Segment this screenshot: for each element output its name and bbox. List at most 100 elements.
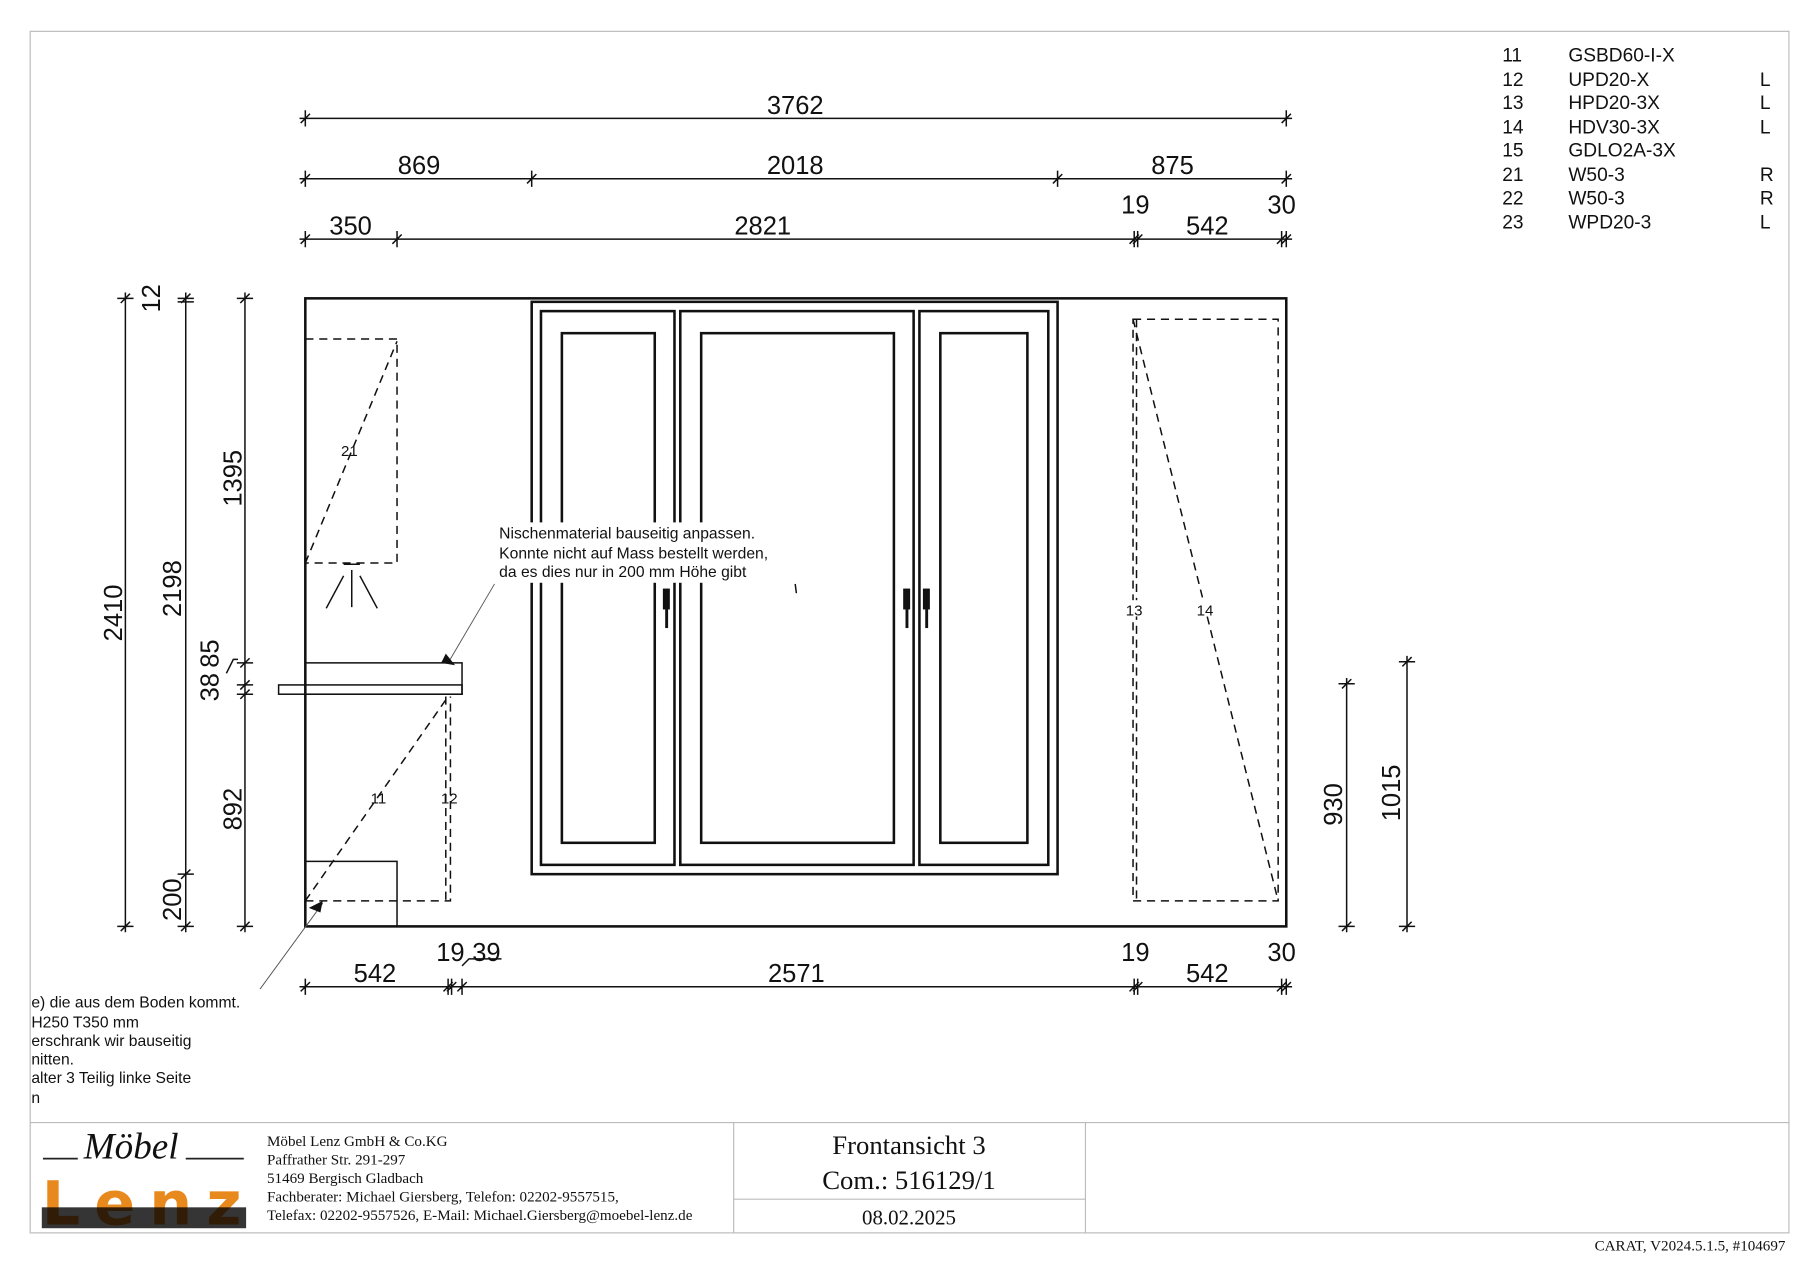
drawing-date: 08.02.2025 xyxy=(862,1206,956,1230)
svg-text:Möbel: Möbel xyxy=(83,1127,179,1168)
tall-cabinet-doors xyxy=(530,300,1059,876)
title-block: Möbel Lenz Möbel Lenz GmbH & Co.KG Paffr… xyxy=(30,1122,1789,1240)
parts-list: 11 GSBD60-I-X 12 UPD20-X L 13 HPD20-3X L 14 HD… xyxy=(1502,46,1774,234)
parts-row: 22 W50-3 R xyxy=(1502,188,1774,209)
lamp-icon xyxy=(325,563,378,609)
svg-text:R: R xyxy=(1760,188,1774,209)
svg-text:2410: 2410 xyxy=(100,585,128,642)
parts-row: 13 HPD20-3X L xyxy=(1502,93,1771,114)
svg-text:Nischenmaterial bauseitig anpa: Nischenmaterial bauseitig anpassen. xyxy=(499,526,755,543)
svg-text:200: 200 xyxy=(159,878,187,921)
svg-text:85: 85 xyxy=(196,639,224,667)
svg-text:3762: 3762 xyxy=(767,92,824,120)
sheet-frame xyxy=(29,30,1790,1234)
company-info: Möbel Lenz GmbH & Co.KG Paffrather Str. … xyxy=(267,1134,693,1224)
view-title: Frontansicht 3 xyxy=(832,1130,985,1160)
svg-text:21: 21 xyxy=(341,443,358,460)
handle-icon xyxy=(662,588,670,629)
svg-text:HPD20-3X: HPD20-3X xyxy=(1568,93,1660,114)
software-footer: CARAT, V2024.5.1.5, #104697 xyxy=(1595,1238,1786,1254)
svg-text:erschrank wir bauseitig: erschrank wir bauseitig xyxy=(31,1033,191,1050)
svg-text:13: 13 xyxy=(1126,602,1143,619)
svg-text:Möbel Lenz GmbH & Co.KG: Möbel Lenz GmbH & Co.KG xyxy=(267,1134,448,1150)
parts-row: 12 UPD20-X L xyxy=(1502,70,1771,91)
svg-text:19: 19 xyxy=(1121,192,1149,220)
svg-text:GDLO2A-3X: GDLO2A-3X xyxy=(1568,141,1676,162)
base-cabinet-11: 11 12 xyxy=(304,696,458,928)
svg-text:2018: 2018 xyxy=(767,152,824,180)
svg-text:11: 11 xyxy=(371,790,387,807)
svg-text:350: 350 xyxy=(329,213,372,241)
svg-text:da es dies nur in 200 mm Höhe: da es dies nur in 200 mm Höhe gibt xyxy=(499,564,747,581)
svg-text:542: 542 xyxy=(1186,960,1229,988)
parts-row: 21 W50-3 R xyxy=(1502,165,1774,186)
door-center xyxy=(679,309,915,867)
svg-text:e) die aus dem Boden kommt.: e) die aus dem Boden kommt. xyxy=(31,995,240,1012)
door-left xyxy=(539,309,676,867)
svg-text:Telefax: 02202-9557526, E-Mail: Telefax: 02202-9557526, E-Mail: Michael.… xyxy=(267,1208,693,1224)
svg-text:L: L xyxy=(1760,70,1771,91)
svg-text:12: 12 xyxy=(441,790,458,807)
svg-text:2571: 2571 xyxy=(768,960,825,988)
svg-text:19: 19 xyxy=(1121,939,1149,967)
svg-text:22: 22 xyxy=(1502,188,1523,209)
svg-text:875: 875 xyxy=(1151,152,1194,180)
svg-text:13: 13 xyxy=(1502,93,1523,114)
svg-text:12: 12 xyxy=(138,284,166,312)
parts-row: 11 GSBD60-I-X xyxy=(1502,46,1675,67)
svg-text:UPD20-X: UPD20-X xyxy=(1568,70,1649,91)
svg-text:892: 892 xyxy=(219,788,247,831)
svg-text:30: 30 xyxy=(1267,939,1295,967)
svg-text:2821: 2821 xyxy=(734,213,791,241)
svg-text:23: 23 xyxy=(1502,213,1523,234)
right-dimensions: 930 1015 xyxy=(1320,655,1416,933)
company-logo: Möbel Lenz xyxy=(41,1127,247,1240)
svg-text:R: R xyxy=(1760,165,1774,186)
svg-text:542: 542 xyxy=(354,960,397,988)
svg-text:1395: 1395 xyxy=(219,450,247,507)
handle-icon xyxy=(903,588,911,629)
svg-text:Fachberater: Michael Giersberg: Fachberater: Michael Giersberg, Telefon:… xyxy=(267,1190,619,1206)
top-dimensions: 3762 869 2018 875 350 2821 19 542 30 xyxy=(299,92,1296,248)
bottom-dimensions: 542 19 39 2571 19 542 30 xyxy=(299,939,1296,995)
tall-cabinet-13-14: 13 14 xyxy=(1123,318,1279,902)
svg-text:11: 11 xyxy=(1502,46,1522,67)
parts-row: 15 GDLO2A-3X xyxy=(1502,141,1676,162)
svg-text:39: 39 xyxy=(472,939,500,967)
handle-icon xyxy=(922,588,930,629)
svg-text:2198: 2198 xyxy=(159,560,187,617)
svg-text:869: 869 xyxy=(398,152,441,180)
left-dimensions: 2410 12 2198 200 1395 85 38 892 xyxy=(100,284,254,933)
svg-text:Konnte nicht auf Mass bestellt: Konnte nicht auf Mass bestellt werden, xyxy=(499,545,768,562)
svg-text:Paffrather Str. 291-297: Paffrather Str. 291-297 xyxy=(267,1152,406,1168)
svg-text:1015: 1015 xyxy=(1378,765,1406,822)
commission-number: Com.: 516129/1 xyxy=(822,1165,995,1195)
svg-text:14: 14 xyxy=(1197,602,1214,619)
door-right xyxy=(918,309,1050,867)
svg-text:W50-3: W50-3 xyxy=(1568,165,1624,186)
niche-shelf xyxy=(277,662,463,695)
svg-text:alter 3 Teilig linke Seite: alter 3 Teilig linke Seite xyxy=(31,1070,191,1087)
svg-text:H250 T350 mm: H250 T350 mm xyxy=(31,1014,139,1031)
svg-text:51469 Bergisch Gladbach: 51469 Bergisch Gladbach xyxy=(267,1171,424,1187)
svg-text:21: 21 xyxy=(1502,165,1523,186)
svg-text:38: 38 xyxy=(196,673,224,701)
svg-text:W50-3: W50-3 xyxy=(1568,188,1624,209)
svg-text:12: 12 xyxy=(1502,70,1523,91)
niche-note: Nischenmaterial bauseitig anpassen. Konn… xyxy=(259,522,795,990)
svg-text:L: L xyxy=(1760,118,1771,139)
svg-text:19: 19 xyxy=(436,939,464,967)
svg-text:HDV30-3X: HDV30-3X xyxy=(1568,118,1660,139)
svg-text:30: 30 xyxy=(1267,192,1295,220)
svg-text:L: L xyxy=(1760,213,1771,234)
left-note: e) die aus dem Boden kommt. H250 T350 mm… xyxy=(31,995,240,1107)
parts-row: 14 HDV30-3X L xyxy=(1502,118,1771,139)
svg-text:14: 14 xyxy=(1502,118,1524,139)
svg-text:L: L xyxy=(1760,93,1771,114)
svg-text:930: 930 xyxy=(1320,783,1348,826)
svg-text:GSBD60-I-X: GSBD60-I-X xyxy=(1568,46,1675,67)
svg-text:15: 15 xyxy=(1502,141,1523,162)
svg-text:Lenz: Lenz xyxy=(42,1170,242,1240)
svg-text:542: 542 xyxy=(1186,213,1229,241)
